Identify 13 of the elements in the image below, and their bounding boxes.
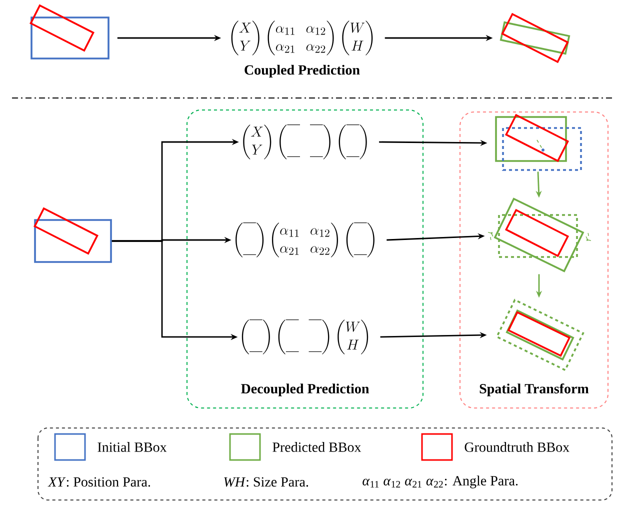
legend-text: Predicted BBox	[272, 442, 362, 452]
legend-text: Initial BBox	[98, 442, 167, 452]
legend-text: Groundtruth BBox	[464, 442, 570, 452]
formula: $\begin{pmatrix}X\\Y\end{pmatrix}\begin{pmatrix}\overline{\phantom{X}}&\overline{\phantom{X}}\\\underline{\phantom{X}}&\underline{\phantom{X}}\end{pmatrix}\begin{pmatrix}\overline{\phantom{X}}\\\underline{\phantom{X}}\end{pmatrix}$	[243, 124, 367, 160]
legend-note: WH: Size Para.	[224, 477, 308, 487]
formula: $\begin{pmatrix}\overline{\phantom{X}}\\\underline{\phantom{X}}\end{pmatrix}\begin{pmatrix}\overline{\phantom{X}}&\overline{\phantom{X}}\\\underline{\phantom{X}}&\underline{\phantom{X}}\end{pmatrix}\begin{pmatrix}W\\H\end{pmatrix}$	[242, 320, 368, 354]
legend-note: α$_{11}$ α$_{12}$ α$_{21}$ α$_{22}$: Angle Para.	[362, 476, 518, 488]
legend-note: XY: Position Para.	[48, 477, 150, 487]
formula: $\begin{pmatrix}X\\Y\end{pmatrix}\begin{pmatrix}\alpha_{11}&\alpha_{12}\\\alpha_{21}&\alpha_{22}\end{pmatrix}\begin{pmatrix}W\\H\end{pmatrix}$	[231, 20, 373, 56]
group-box: Spatial Transform	[460, 112, 608, 408]
node-label: Coupled Prediction	[244, 64, 360, 78]
formula: $\begin{pmatrix}\overline{\phantom{X}}\\\underline{\phantom{X}}\end{pmatrix}\begin{pmatrix}\alpha_{11}&\alpha_{12}\\\alpha_{21}&\alpha_{22}\end{pmatrix}\begin{pmatrix}\overline{\phantom{X}}\\\underline{\phantom{X}}\end{pmatrix}$	[236, 222, 374, 258]
bounding-box-drawing	[488, 198, 591, 272]
